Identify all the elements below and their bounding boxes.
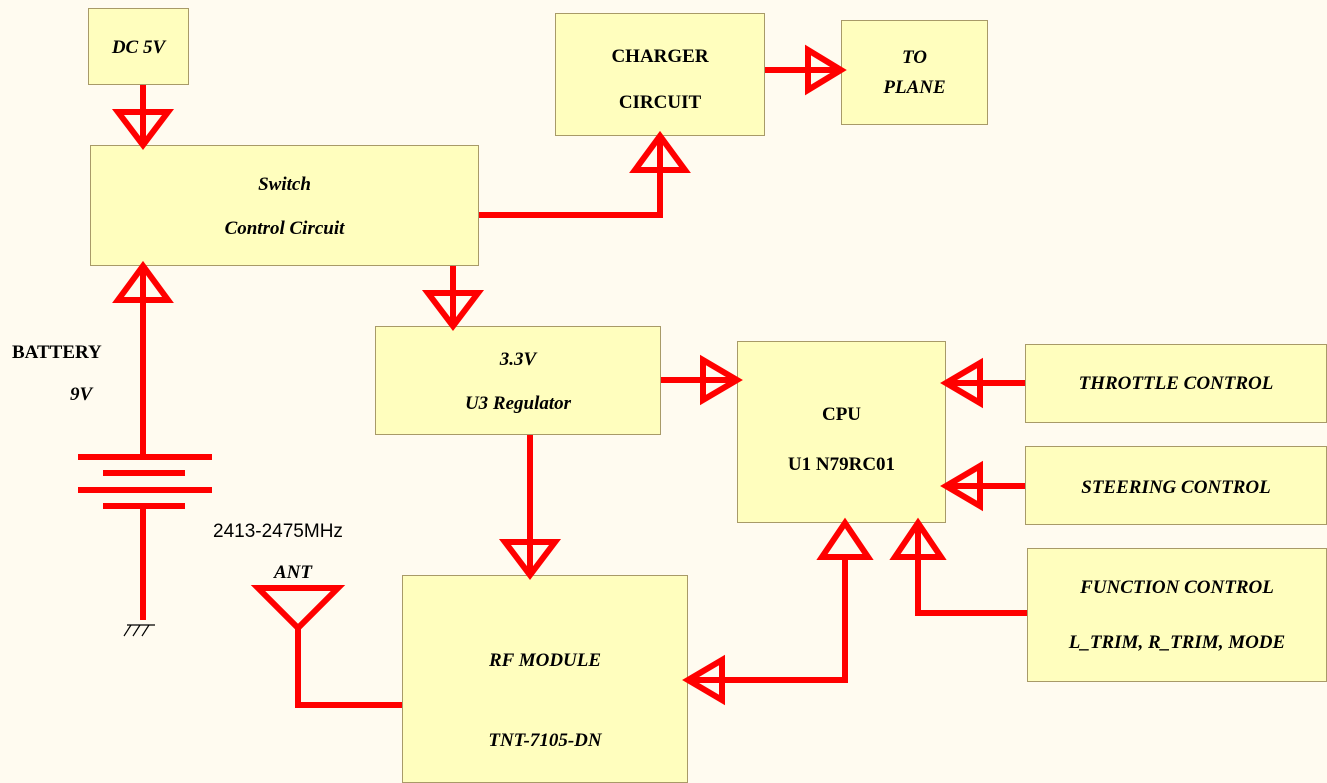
- function-control-block: FUNCTION CONTROL L_TRIM, R_TRIM, MODE: [1027, 548, 1327, 682]
- rf-module-block: RF MODULE TNT-7105-DN: [402, 575, 688, 783]
- arrow-into-regulator: [421, 290, 485, 331]
- steering-control-block: STEERING CONTROL: [1025, 446, 1327, 525]
- steering-label: STEERING CONTROL: [1081, 477, 1271, 498]
- wire-switch-to-charger: [479, 136, 663, 218]
- arrow-from-throttle: [940, 357, 983, 409]
- antenna-icon: [250, 585, 346, 633]
- switch-label-line2: Control Circuit: [224, 218, 345, 239]
- rf-label-line1: RF MODULE: [488, 650, 602, 671]
- arrow-into-cpu-bottom: [816, 517, 874, 560]
- to-plane-block: TO PLANE: [841, 20, 988, 125]
- regulator-label-line1: 3.3V: [499, 349, 537, 370]
- battery-voltage-label: 9V: [70, 384, 93, 405]
- antenna-label: ANT: [274, 562, 312, 583]
- arrow-into-rf-top: [498, 539, 562, 580]
- plane-label-line2: PLANE: [883, 77, 946, 98]
- arrow-from-function: [889, 517, 947, 560]
- cpu-block: CPU U1 N79RC01: [737, 341, 946, 523]
- switch-label-line1: Switch: [258, 174, 311, 195]
- arrow-into-cpu-left: [700, 354, 743, 406]
- cpu-label-line2: U1 N79RC01: [787, 454, 896, 475]
- antenna-frequency-label: 2413-2475MHz: [213, 521, 343, 542]
- wire-function-to-cpu: [915, 523, 1027, 616]
- arrow-into-charger: [629, 130, 691, 173]
- regulator-block: 3.3V U3 Regulator: [375, 326, 661, 435]
- wire-cpu-to-rf: [688, 557, 848, 683]
- function-label-line2: L_TRIM, R_TRIM, MODE: [1068, 632, 1286, 653]
- regulator-label-line2: U3 Regulator: [464, 393, 572, 414]
- charger-label-line1: CHARGER: [611, 46, 709, 67]
- dc-5v-block: DC 5V: [88, 8, 189, 85]
- throttle-control-block: THROTTLE CONTROL: [1025, 344, 1327, 423]
- cpu-label-line1: CPU: [821, 404, 862, 425]
- dc-5v-label: DC 5V: [111, 37, 166, 58]
- arrow-into-rf-right: [682, 654, 725, 706]
- arrow-into-switch-bottom: [112, 260, 174, 303]
- switch-control-block: Switch Control Circuit: [90, 145, 479, 266]
- charger-label-line2: CIRCUIT: [618, 92, 702, 113]
- plane-label-line1: TO: [902, 47, 927, 68]
- rf-label-line2: TNT-7105-DN: [488, 730, 602, 751]
- ground-icon: [123, 624, 155, 637]
- function-label-line1: FUNCTION CONTROL: [1080, 577, 1274, 598]
- wire-antenna-to-rf: [295, 628, 402, 708]
- arrow-into-switch-top: [111, 109, 175, 150]
- arrow-into-plane: [805, 44, 847, 96]
- throttle-label: THROTTLE CONTROL: [1078, 373, 1274, 394]
- battery-label: BATTERY: [12, 342, 102, 363]
- arrow-from-steering: [940, 460, 983, 512]
